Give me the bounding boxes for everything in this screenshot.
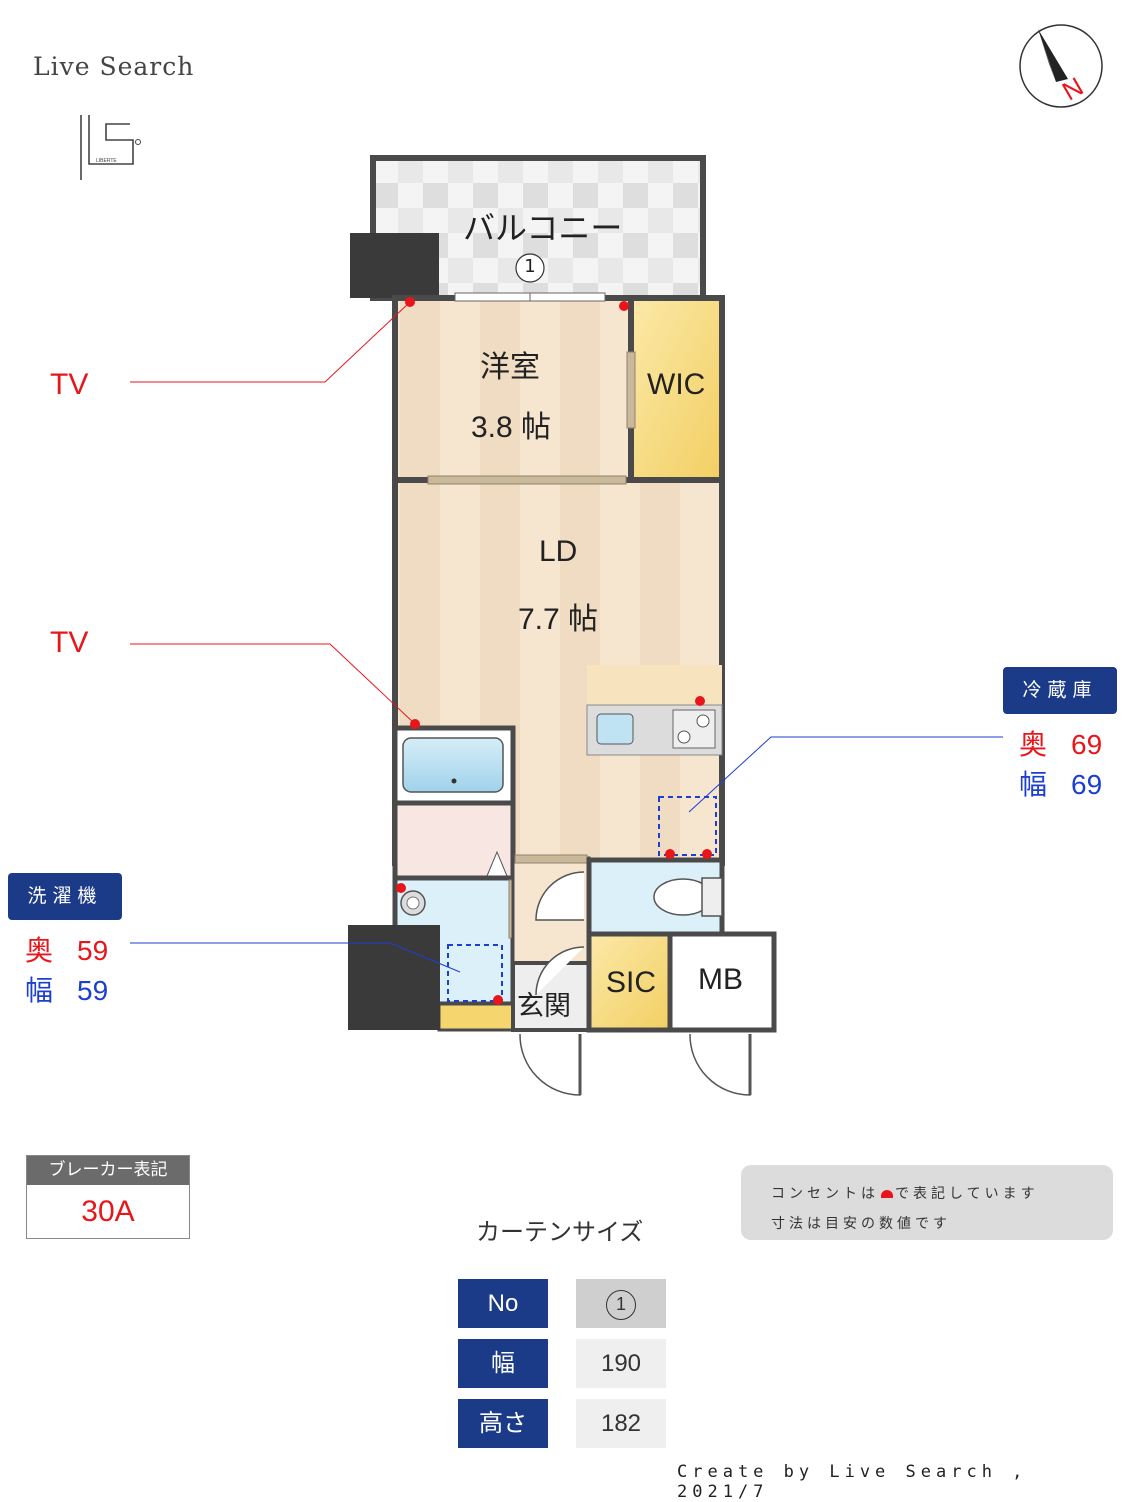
credit-line: Create by Live Search , 2021/7 (677, 1462, 1028, 1502)
logo-text: LIBERTE (96, 158, 117, 164)
entrance-label: 玄関 (517, 991, 571, 1021)
breaker-box: ブレーカー表記 30A (26, 1155, 190, 1239)
western-room-name: 洋室 (480, 351, 540, 384)
curtain-row-value-no: 1 (576, 1279, 666, 1328)
brand-name: Live Search (33, 52, 195, 81)
breaker-value: 30A (81, 1195, 135, 1228)
sic-label: SIC (606, 966, 657, 999)
sic-room (586, 931, 673, 1033)
north-compass-icon: N (1019, 24, 1103, 108)
ld-size: 7.7 帖 (518, 603, 599, 636)
mb-room (667, 931, 777, 1033)
curtain-row-label-width: 幅 (458, 1339, 548, 1388)
balcony-label: バルコニー (463, 210, 623, 246)
western-room-size: 3.8 帖 (471, 411, 552, 444)
curtain-row-label-no: No (458, 1279, 548, 1328)
curtain-marker-icon (515, 253, 545, 283)
stove-icon (672, 709, 716, 749)
liberte-logo: LIBERTE (80, 115, 141, 180)
tv-callout-upper: TV (50, 368, 89, 401)
washer-space (447, 944, 503, 1002)
curtain-row-value-height: 182 (576, 1399, 666, 1448)
balcony-curtain-number: 1 (524, 256, 536, 277)
legend-note: コンセントはで表記しています 寸法は目安の数値です (741, 1165, 1113, 1240)
breaker-label: ブレーカー表記 (27, 1156, 189, 1185)
mb-door (689, 1033, 751, 1096)
fridge-space (658, 796, 717, 856)
washer-tag: 洗濯機 (8, 873, 122, 920)
fridge-tag: 冷蔵庫 (1003, 667, 1117, 714)
mb-label: MB (698, 963, 743, 996)
tv-callout-lower: TV (50, 626, 89, 659)
sink-icon (596, 713, 634, 745)
outlet-legend-icon (881, 1190, 893, 1198)
curtain-row-label-height: 高さ (458, 1399, 548, 1448)
curtain-size-title: カーテンサイズ (476, 1218, 644, 1246)
front-door (519, 1033, 581, 1096)
curtain-row-value-width: 190 (576, 1339, 666, 1388)
floor-plan (130, 155, 1003, 1096)
ld-name: LD (539, 535, 578, 568)
wic-label: WIC (647, 368, 706, 401)
sliding-door (427, 475, 627, 485)
outlet-markers (396, 297, 712, 1005)
column-lower (348, 925, 440, 1030)
bathtub-icon (402, 737, 504, 793)
column-upper (350, 233, 439, 298)
